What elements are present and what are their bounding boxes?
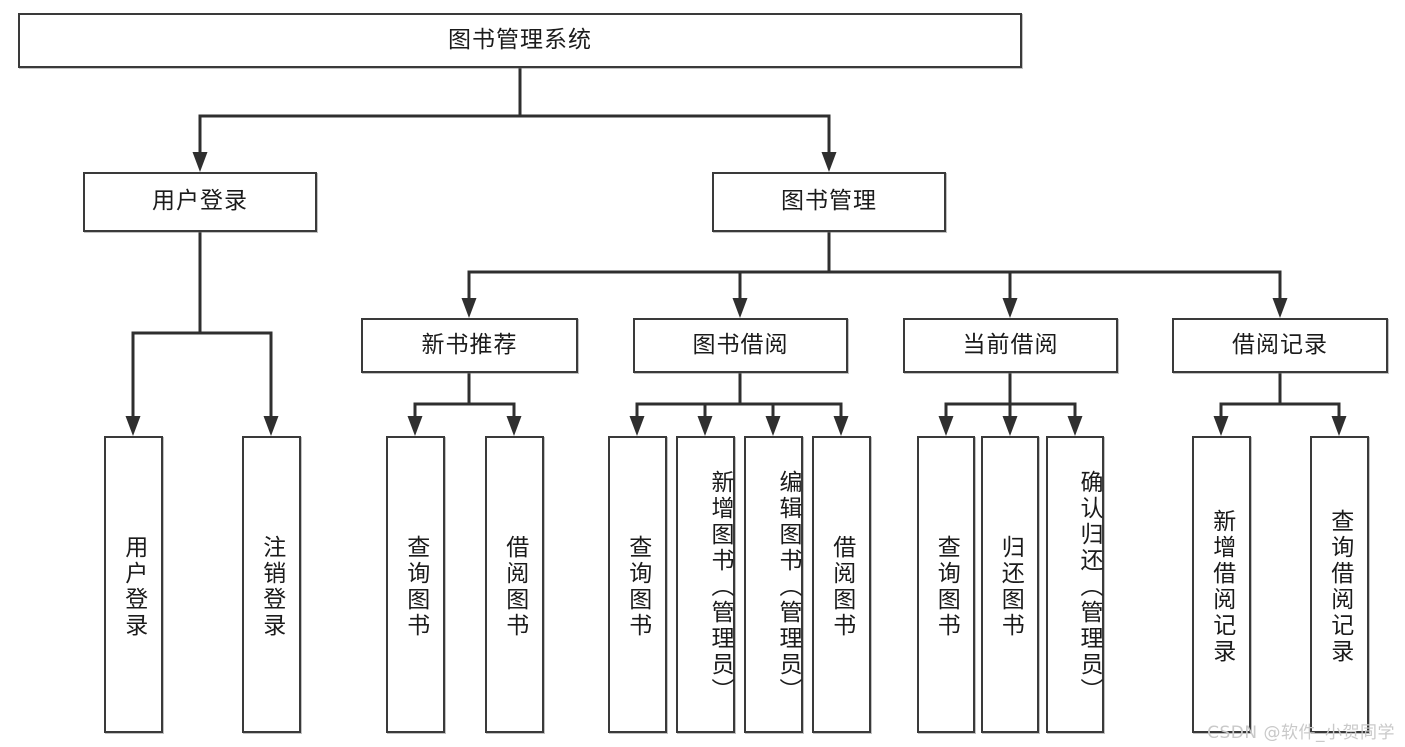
arrowhead-to-borrow-record	[1272, 298, 1288, 318]
node-leaf-query-book-2[interactable]: 查询图书	[608, 436, 667, 733]
arrowhead-to-current-borrow	[1002, 298, 1018, 318]
node-user-login[interactable]: 用户登录	[83, 172, 317, 232]
arrowhead-to-book-management	[821, 152, 837, 172]
node-leaf-confirm-return[interactable]: 确认归还（管理员）	[1046, 436, 1104, 733]
arrowhead-to-leaf-query-book-1	[407, 416, 423, 436]
node-label: 确认归还（管理员）	[1076, 469, 1102, 704]
node-root[interactable]: 图书管理系统	[18, 13, 1022, 68]
node-label: 用户登录	[152, 188, 248, 215]
node-leaf-add-record[interactable]: 新增借阅记录	[1192, 436, 1251, 733]
node-label: 借阅图书	[828, 534, 855, 639]
node-label: 图书借阅	[692, 331, 789, 358]
node-label: 查询借阅记录	[1326, 508, 1353, 665]
node-label: 注销登录	[258, 534, 285, 639]
node-leaf-query-record[interactable]: 查询借阅记录	[1310, 436, 1369, 733]
node-leaf-user-login[interactable]: 用户登录	[104, 436, 163, 733]
node-label: 当前借阅	[962, 331, 1059, 358]
arrowhead-to-leaf-query-book-3	[938, 416, 954, 436]
arrowhead-to-leaf-query-record	[1331, 416, 1347, 436]
arrowhead-to-leaf-query-book-2	[629, 416, 645, 436]
arrowhead-to-leaf-borrow-book-2	[833, 416, 849, 436]
node-label: 图书管理	[781, 188, 877, 215]
arrowhead-to-leaf-return-book	[1002, 416, 1018, 436]
node-leaf-add-book[interactable]: 新增图书（管理员）	[676, 436, 735, 733]
node-leaf-edit-book[interactable]: 编辑图书（管理员）	[744, 436, 803, 733]
node-leaf-query-book-1[interactable]: 查询图书	[386, 436, 445, 733]
arrowhead-to-leaf-add-book	[697, 416, 713, 436]
arrowhead-to-user-login	[192, 152, 208, 172]
node-label: 归还图书	[997, 534, 1024, 639]
node-label: 新书推荐	[421, 331, 518, 358]
node-label: 查询图书	[933, 534, 960, 639]
arrowhead-to-leaf-logout	[263, 416, 279, 436]
node-borrow-record[interactable]: 借阅记录	[1172, 318, 1388, 373]
arrowhead-to-leaf-edit-book	[765, 416, 781, 436]
node-label: 用户登录	[120, 534, 147, 639]
arrowhead-to-leaf-borrow-book-1	[506, 416, 522, 436]
node-label: 查询图书	[624, 534, 651, 639]
arrowhead-to-new-book-recommend	[461, 298, 477, 318]
node-label: 编辑图书（管理员）	[775, 469, 801, 704]
node-label: 查询图书	[402, 534, 429, 639]
node-label: 图书管理系统	[448, 26, 592, 53]
node-label: 借阅图书	[501, 534, 528, 639]
arrowhead-to-book-borrow	[732, 298, 748, 318]
node-leaf-borrow-book-1[interactable]: 借阅图书	[485, 436, 544, 733]
node-label: 借阅记录	[1232, 331, 1328, 358]
node-current-borrow[interactable]: 当前借阅	[903, 318, 1118, 373]
node-leaf-return-book[interactable]: 归还图书	[981, 436, 1039, 733]
arrowhead-to-leaf-confirm-return	[1067, 416, 1083, 436]
node-leaf-logout[interactable]: 注销登录	[242, 436, 301, 733]
node-label: 新增借阅记录	[1208, 508, 1235, 665]
node-new-book-recommend[interactable]: 新书推荐	[361, 318, 578, 373]
node-label: 新增图书（管理员）	[707, 469, 733, 704]
node-leaf-query-book-3[interactable]: 查询图书	[917, 436, 975, 733]
arrowhead-to-leaf-add-record	[1213, 416, 1229, 436]
node-book-borrow[interactable]: 图书借阅	[633, 318, 848, 373]
node-leaf-borrow-book-2[interactable]: 借阅图书	[812, 436, 871, 733]
arrowhead-to-leaf-user-login	[125, 416, 141, 436]
watermark: CSDN @软件_小贺同学	[1207, 723, 1395, 743]
node-book-management[interactable]: 图书管理	[712, 172, 946, 232]
